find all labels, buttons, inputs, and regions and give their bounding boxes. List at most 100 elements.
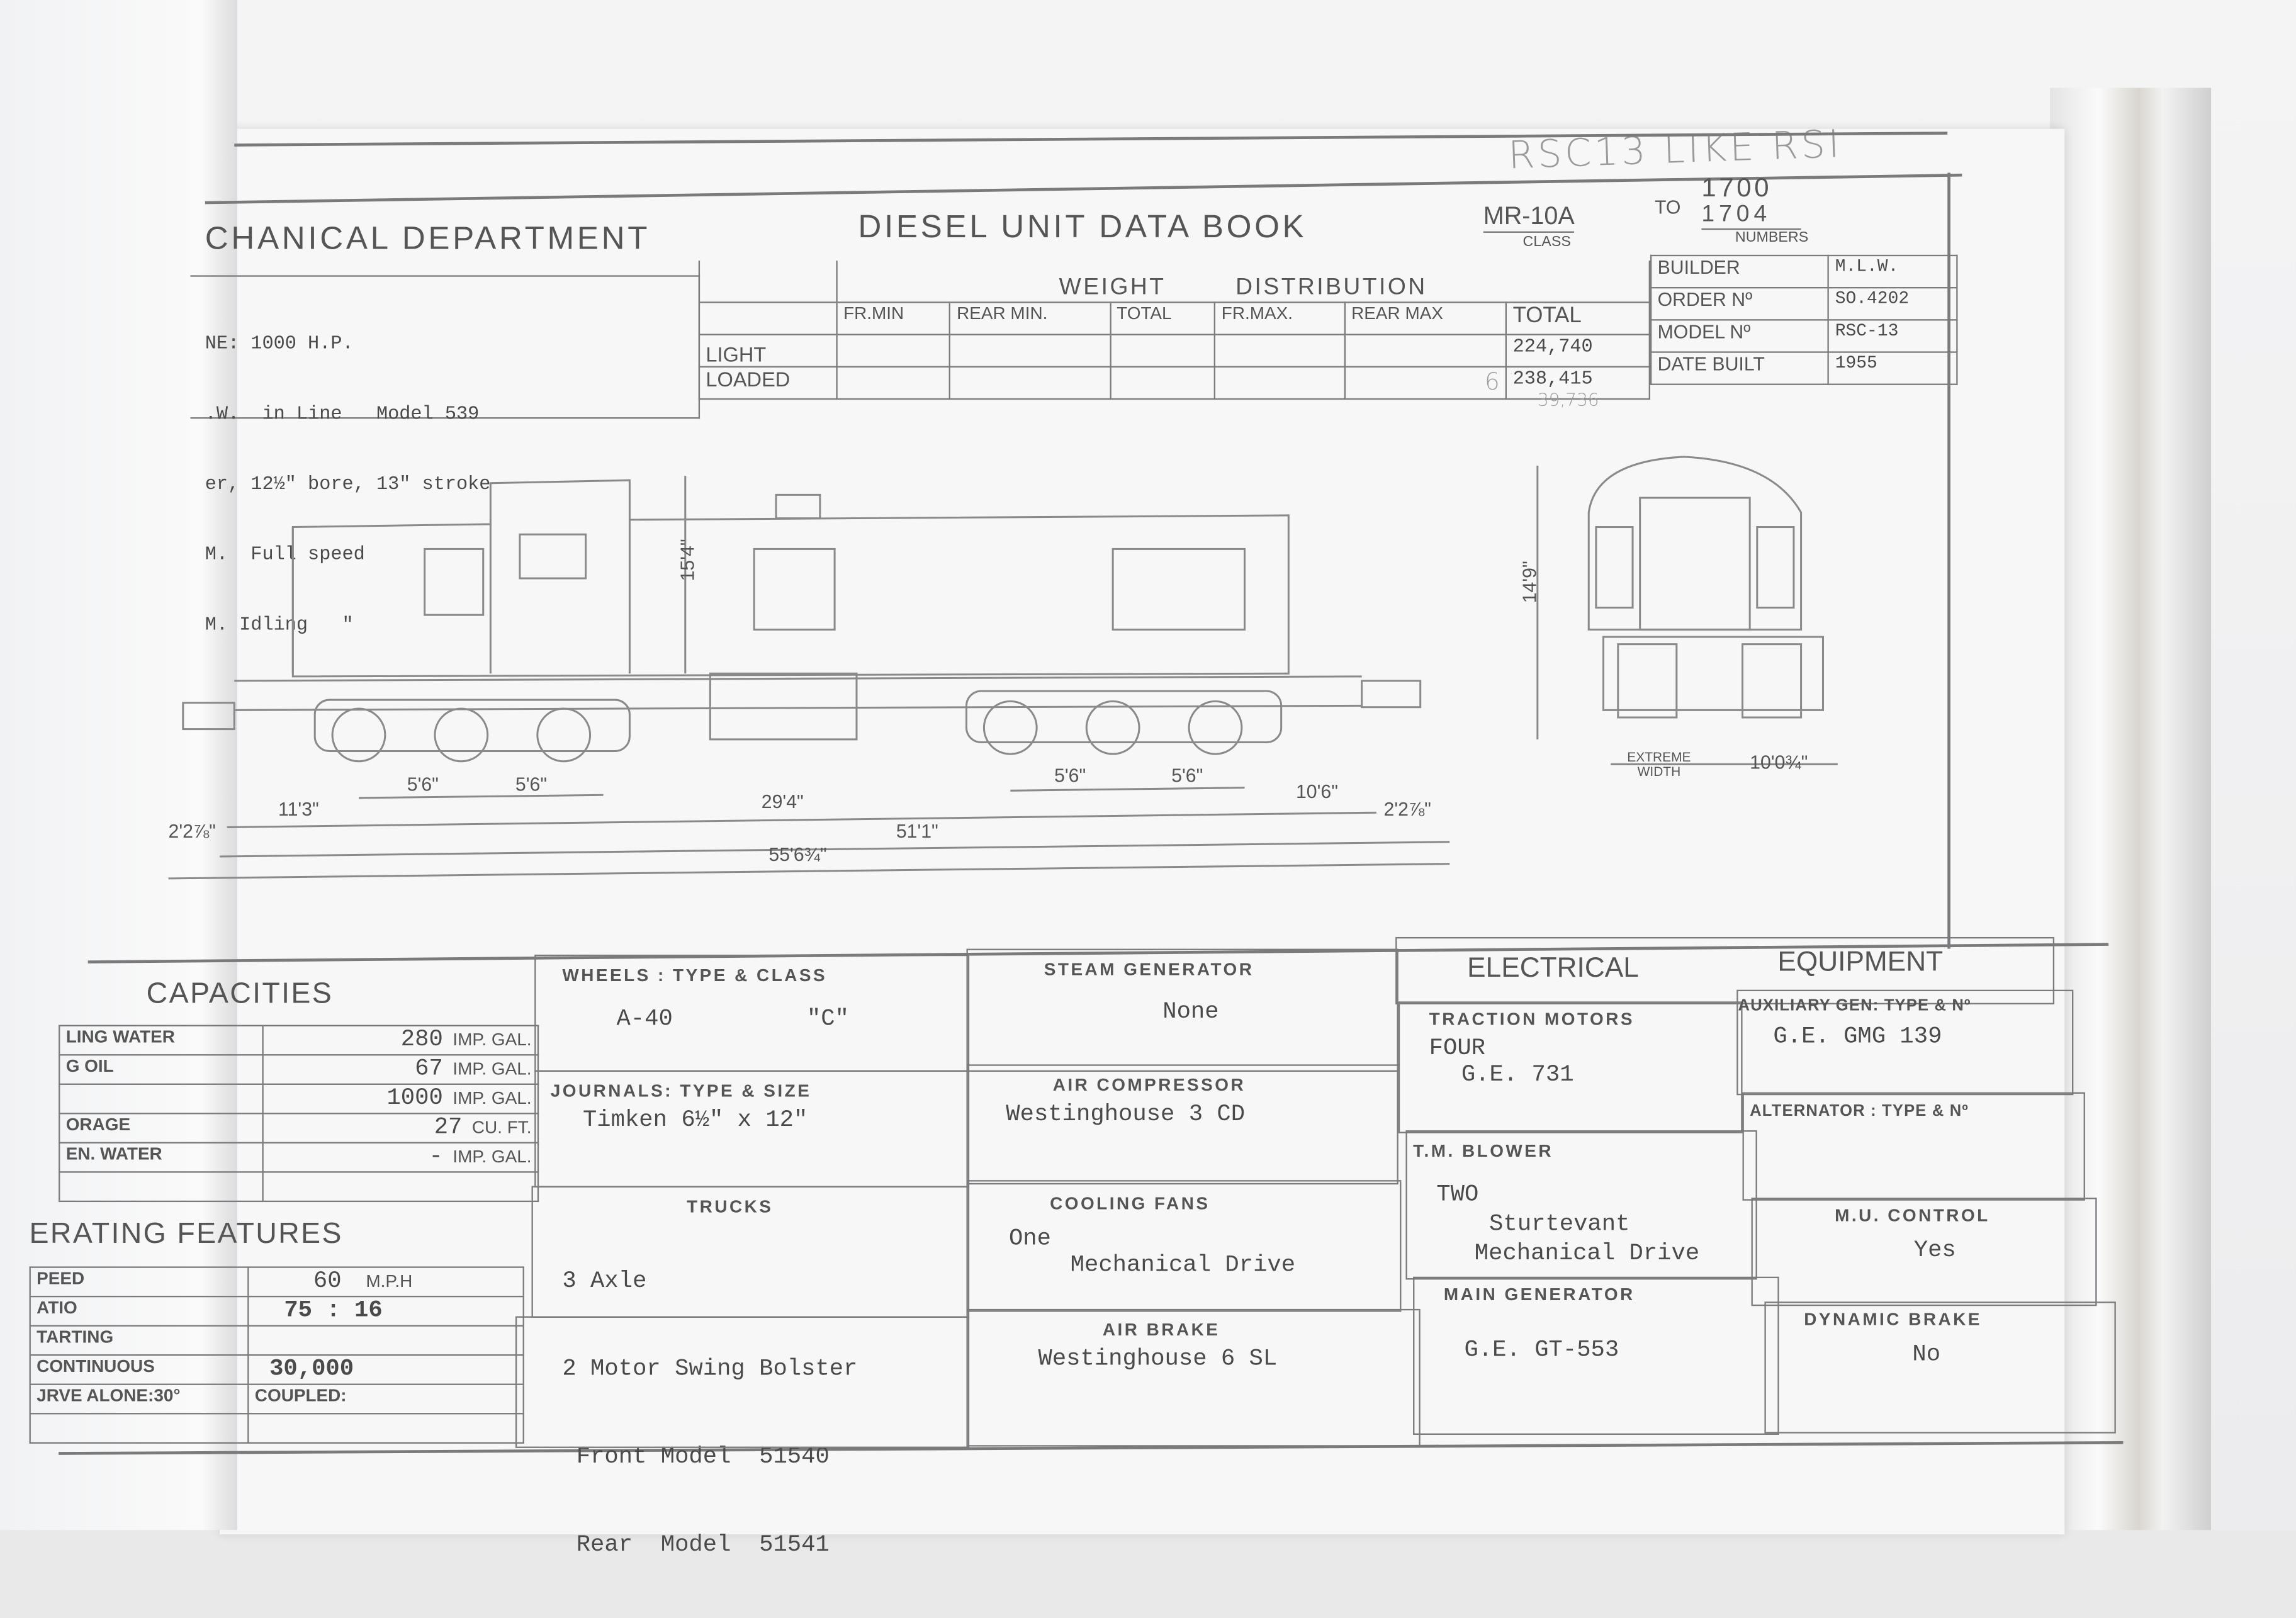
cab-outline <box>291 519 631 674</box>
tm-blower-cell: T.M. BLOWER TWO Sturtevant Mechanical Dr… <box>1405 1130 1757 1280</box>
feature-label: TARTING <box>29 1325 249 1356</box>
table-row: LOADED 6 238,415 <box>698 365 1650 399</box>
front-truck <box>313 699 631 763</box>
trucks-title: TRUCKS <box>687 1196 774 1217</box>
engine-line: M. Full speed <box>205 543 365 566</box>
capacity-unit: IMP. GAL. <box>453 1059 532 1079</box>
air-compressor-cell: AIR COMPRESSOR Westinghouse 3 CD <box>966 1064 1398 1185</box>
capacity-unit: IMP. GAL. <box>453 1146 532 1167</box>
cooling-fans-title: COOLING FANS <box>1050 1193 1210 1214</box>
trucks-line: Front Model 51540 <box>562 1443 830 1470</box>
auxiliary-gen-value: G.E. GMG 139 <box>1773 1023 1942 1050</box>
engine-info-box: NE: 1000 H.P. .W. in Line Model 539 er, … <box>190 275 701 636</box>
dim-front-overhang: 11'3" <box>278 797 319 820</box>
main-generator-cell: MAIN GENERATOR G.E. GT-553 <box>1413 1276 1779 1435</box>
capacity-value: 1000 <box>386 1084 443 1111</box>
pencil-mark: 6 <box>1484 366 1500 395</box>
rear-truck <box>965 690 1283 755</box>
traction-motors-cell: TRACTION MOTORS FOUR G.E. 731 <box>1398 1001 1743 1133</box>
table-row: 1000 IMP. GAL. <box>59 1083 539 1115</box>
steam-generator-value: None <box>1162 998 1219 1025</box>
feature-value: 30,000 <box>269 1356 354 1383</box>
tm-blower-count: TWO <box>1436 1181 1479 1208</box>
empty-cell <box>515 1316 970 1448</box>
mu-control-value: Yes <box>1913 1237 1956 1264</box>
dynamic-brake-cell: DYNAMIC BRAKE No <box>1764 1301 2116 1434</box>
dim-center: 29'4" <box>761 790 804 813</box>
table-row: TARTING <box>29 1325 524 1356</box>
photo-stage: RSC13 LIKE RSI CHANICAL DEPARTMENT DIESE… <box>0 0 2296 1558</box>
auxiliary-gen-cell: AUXILIARY GEN: TYPE & Nº G.E. GMG 139 <box>1736 989 2074 1096</box>
mu-control-cell: M.U. CONTROL Yes <box>1751 1198 2097 1306</box>
col-header: FR.MAX. <box>1214 301 1346 335</box>
capacity-label: G OIL <box>59 1054 264 1085</box>
capacity-label <box>59 1083 264 1115</box>
light-total: 224,740 <box>1505 333 1650 367</box>
feature-value: 60 <box>313 1267 342 1295</box>
tm-blower-make: Sturtevant <box>1489 1211 1630 1237</box>
steam-generator-cell: STEAM GENERATOR None <box>966 948 1398 1072</box>
fuel-tank <box>709 672 858 741</box>
capacity-unit: IMP. GAL. <box>453 1087 532 1109</box>
row-label: LOADED <box>698 365 838 399</box>
wheels-class: "C" <box>806 1006 849 1033</box>
page-stack-edges <box>2050 87 2212 1531</box>
order-value: SO.4202 <box>1828 286 1958 321</box>
cooling-fans-count: One <box>1008 1225 1051 1252</box>
date-built-value: 1955 <box>1828 351 1958 385</box>
pencil-difference: 39,736 <box>1537 389 1599 410</box>
dim-axle-a1: 5'6" <box>407 773 439 795</box>
mu-control-title: M.U. CONTROL <box>1835 1205 1990 1226</box>
journals-title: JOURNALS: TYPE & SIZE <box>550 1080 812 1101</box>
curve-alone-label: JRVE ALONE:30° <box>29 1383 249 1415</box>
feature-value: 75 : 16 <box>284 1297 383 1324</box>
louver-panel <box>753 548 836 631</box>
engine-line: er, 12½" bore, 13" stroke <box>205 473 491 495</box>
numbers-label: NUMBERS <box>1735 230 1809 246</box>
capacity-unit: IMP. GAL. <box>453 1029 532 1050</box>
dim-overall: 55'6¾" <box>768 843 827 865</box>
trucks-line: Rear Model 51541 <box>562 1531 830 1558</box>
to-label: To <box>1654 196 1681 218</box>
main-generator-title: MAIN GENERATOR <box>1443 1284 1635 1305</box>
right-border <box>1947 172 1950 949</box>
table-row: LING WATER 280 IMP. GAL. <box>59 1025 539 1056</box>
capacity-value: - <box>429 1143 443 1170</box>
rear-coupler <box>1361 680 1422 709</box>
alternator-cell: ALTERNATOR : TYPE & Nº <box>1742 1092 2085 1201</box>
height-dim: 15'4" <box>676 539 699 581</box>
engine-line: M. Idling " <box>205 613 354 636</box>
capacity-value: 27 <box>434 1114 463 1141</box>
coupled-label: COUPLED: <box>247 1383 524 1415</box>
extreme-width-value: 10'0¾" <box>1750 751 1808 773</box>
locomotive-side-elevation <box>168 476 1450 880</box>
row-label: LIGHT <box>698 333 838 367</box>
air-brake-cell: AIR BRAKE Westinghouse 6 SL <box>966 1308 1421 1447</box>
long-hood-outline <box>291 479 1290 678</box>
class-label: CLASS <box>1522 234 1571 250</box>
capacity-label: LING WATER <box>59 1025 264 1056</box>
locomotive-end-elevation <box>1536 456 1838 765</box>
wheels-title: WHEELS : TYPE & CLASS <box>562 965 828 986</box>
capacity-label: ORAGE <box>59 1113 264 1143</box>
extreme-width-label: EXTREME WIDTH <box>1627 750 1691 779</box>
frame-bottom <box>234 704 1362 711</box>
wheels-cell: WHEELS : TYPE & CLASS A-40 "C" <box>534 954 970 1072</box>
engine-line: NE: 1000 H.P. <box>205 332 354 355</box>
engine-info: NE: 1000 H.P. .W. in Line Model 539 er, … <box>205 286 491 684</box>
cab-window <box>519 533 587 580</box>
alternator-title: ALTERNATOR : TYPE & Nº <box>1750 1102 1969 1120</box>
col-header: REAR MAX <box>1344 301 1507 335</box>
auxiliary-gen-title: AUXILIARY GEN: TYPE & Nº <box>1738 997 1971 1015</box>
traction-motors-count: FOUR <box>1429 1035 1486 1062</box>
table-row: EN. WATER- IMP. GAL. <box>59 1142 539 1173</box>
feature-label: PEED <box>29 1266 249 1298</box>
electrical-title: ELECTRICAL <box>1467 953 1639 984</box>
capacity-value: 280 <box>400 1026 443 1053</box>
cooling-fans-drive: Mechanical Drive <box>1070 1252 1296 1279</box>
